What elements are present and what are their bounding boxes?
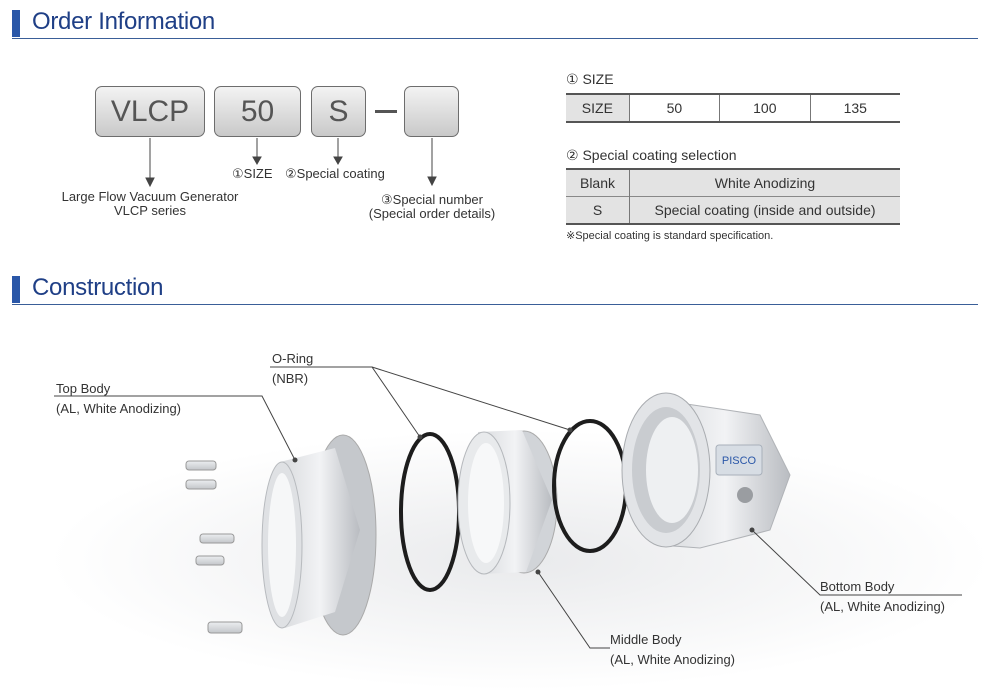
size-label: ①SIZE <box>232 166 273 181</box>
coating-desc-cell: Special coating (inside and outside) <box>629 196 900 224</box>
size-table: SIZE 50 100 135 <box>566 93 900 123</box>
code-box-coating: S <box>311 86 366 137</box>
construction-header: Construction <box>12 274 978 305</box>
heading-accent-bar <box>12 10 20 37</box>
leader-lines <box>54 366 962 649</box>
order-information-title: Order Information <box>32 8 215 35</box>
bottom-body-part: PISCO <box>621 392 791 549</box>
o-ring-label: O-Ring (NBR) <box>272 351 314 386</box>
coating-table: Blank White Anodizing S Special coating … <box>566 168 900 225</box>
special-number-label: ③Special number (Special order details) <box>368 192 496 221</box>
coating-desc-cell: White Anodizing <box>629 169 900 197</box>
bottom-body-label: Bottom Body (AL, White Anodizing) <box>820 579 946 614</box>
middle-body-label: Middle Body (AL, White Anodizing) <box>610 632 736 667</box>
code-box-special <box>404 86 459 137</box>
size-header-cell: SIZE <box>566 94 630 122</box>
top-body-part <box>261 434 377 636</box>
size-value-cell: 100 <box>719 94 811 122</box>
code-box-series: VLCP <box>95 86 205 137</box>
brand-text: PISCO <box>722 455 757 467</box>
table-row: SIZE 50 100 135 <box>566 94 900 122</box>
top-body-label: Top Body (AL, White Anodizing) <box>56 381 182 416</box>
coating-table-title: ② Special coating selection <box>566 147 737 163</box>
coating-note: ※Special coating is standard specificati… <box>566 230 774 242</box>
table-row: S Special coating (inside and outside) <box>566 196 900 224</box>
heading-accent-bar <box>12 276 20 303</box>
screw-icon <box>185 460 243 634</box>
size-value-cell: 50 <box>628 94 721 122</box>
leader-dots <box>292 427 755 575</box>
code-box-size: 50 <box>214 86 301 137</box>
coating-code-cell: S <box>566 196 630 224</box>
code-dash <box>375 110 397 113</box>
table-row: Blank White Anodizing <box>566 169 900 197</box>
series-label: Large Flow Vacuum Generator VLCP series <box>61 189 239 218</box>
order-information-header: Order Information <box>12 8 978 39</box>
coating-label: ②Special coating <box>285 166 385 181</box>
size-value-cell: 135 <box>809 94 900 122</box>
product-label <box>715 444 763 476</box>
size-table-title: ① SIZE <box>566 71 614 87</box>
middle-body-part <box>457 430 558 575</box>
coating-code-cell: Blank <box>566 169 630 197</box>
construction-title: Construction <box>32 274 164 301</box>
